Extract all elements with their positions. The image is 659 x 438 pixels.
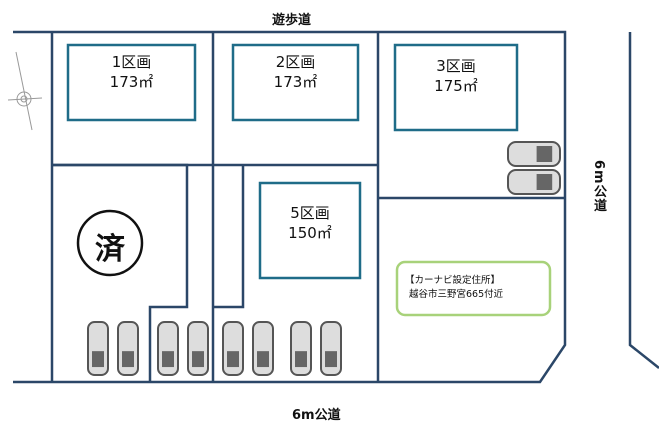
car-icon — [87, 321, 109, 376]
car-icon — [252, 321, 274, 376]
building-1 — [66, 43, 197, 122]
lot-area: 175㎡ — [434, 77, 478, 95]
lot-name: 3区画 — [436, 57, 476, 75]
sold-circle — [76, 209, 144, 277]
site-outline — [13, 30, 567, 384]
lot-1-label: 1区画 173㎡ — [68, 52, 195, 92]
lot-area: 150㎡ — [288, 224, 332, 242]
navi-address-text: 越谷市三野宮665付近 — [409, 289, 504, 300]
lot-name: 1区画 — [111, 53, 152, 71]
lot-name: 5区画 — [290, 204, 330, 222]
right-road-edge — [628, 32, 659, 369]
lot-4-outline — [52, 163, 189, 382]
lot-name: 2区画 — [275, 53, 316, 71]
compass-icon — [7, 51, 43, 131]
lot-2-label: 2区画 173㎡ — [233, 52, 358, 92]
lot-area: 173㎡ — [273, 73, 318, 91]
bottom-road-label: 6m公道 — [292, 408, 341, 423]
car-icon — [222, 321, 244, 376]
car-icon — [290, 321, 312, 376]
navi-address: 【カーナビ設定住所】 越谷市三野宮665付近 — [405, 274, 503, 302]
lot-3-label: 3区画 175㎡ — [395, 56, 517, 96]
navi-title: 【カーナビ設定住所】 — [405, 275, 501, 286]
sold-mark: 済 — [95, 232, 125, 267]
lot-area: 173㎡ — [109, 73, 154, 91]
building-2 — [231, 43, 360, 122]
car-icon — [507, 169, 561, 195]
lot-5-label: 5区画 150㎡ — [260, 203, 360, 243]
car-icon — [157, 321, 179, 376]
car-icon — [320, 321, 342, 376]
car-icon — [117, 321, 139, 376]
building-5 — [258, 181, 362, 280]
right-road-label: 6m公道 — [591, 160, 606, 213]
car-icon — [507, 141, 561, 167]
navi-box — [395, 260, 552, 317]
top-road-label: 遊歩道 — [272, 13, 312, 28]
building-3 — [393, 43, 519, 132]
lot-5-flag — [213, 165, 245, 309]
car-icon — [187, 321, 209, 376]
